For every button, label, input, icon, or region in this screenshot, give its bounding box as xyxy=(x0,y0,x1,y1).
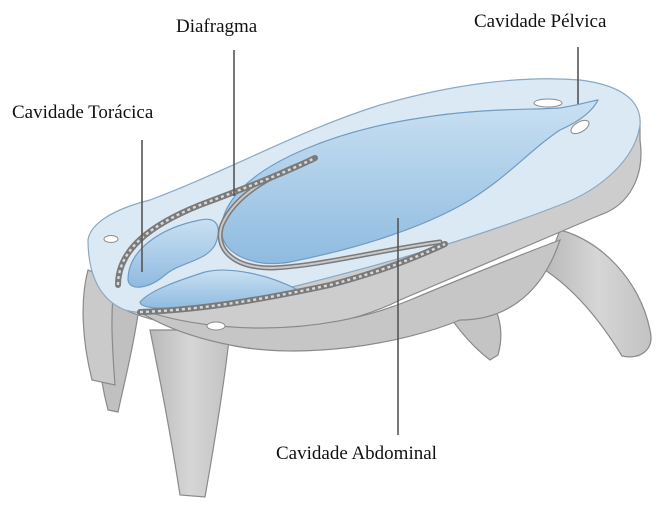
pelvic-opening-upper xyxy=(534,99,562,107)
label-cavidade-pelvica: Cavidade Pélvica xyxy=(474,12,606,31)
label-cavidade-abdominal: Cavidade Abdominal xyxy=(276,444,437,463)
hind-leg-front xyxy=(545,230,651,357)
label-cavidade-toracica: Cavidade Torácica xyxy=(12,103,153,122)
chest-opening xyxy=(207,322,225,330)
label-diafragma: Diafragma xyxy=(176,17,257,36)
neck-opening xyxy=(104,236,118,243)
fore-leg-front xyxy=(150,330,230,497)
